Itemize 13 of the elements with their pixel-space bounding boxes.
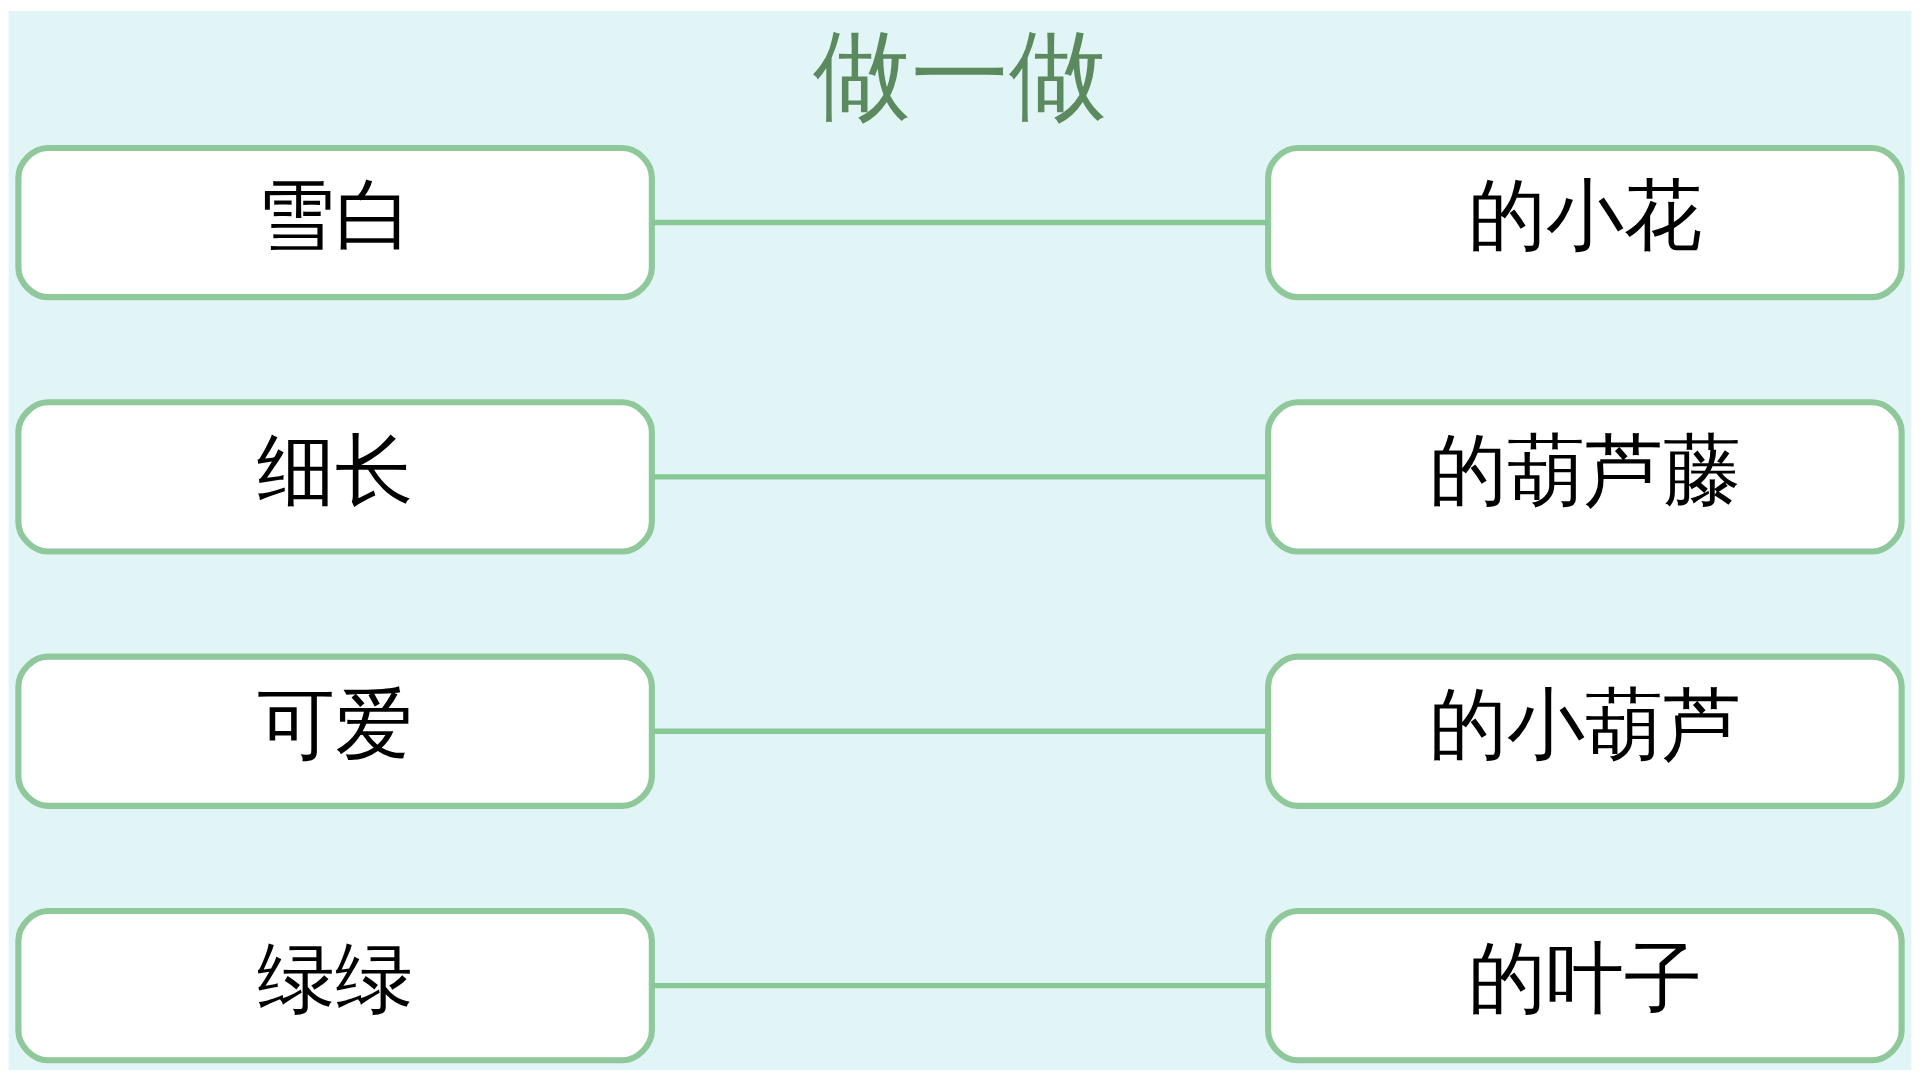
node-box: 可爱 [15, 653, 655, 809]
node-box: 的小花 [1265, 144, 1905, 300]
node-box: 的葫芦藤 [1265, 398, 1905, 555]
node-box: 细长 [15, 398, 655, 555]
connector [652, 219, 1268, 225]
connector [652, 473, 1268, 480]
node-box: 的小葫芦 [1265, 653, 1905, 809]
connector [652, 982, 1268, 988]
connector [652, 728, 1268, 734]
diagram-title: 做一做 [813, 17, 1107, 132]
node-box: 雪白 [15, 144, 655, 300]
node-box: 的叶子 [1265, 907, 1905, 1063]
node-box: 绿绿 [15, 907, 655, 1063]
